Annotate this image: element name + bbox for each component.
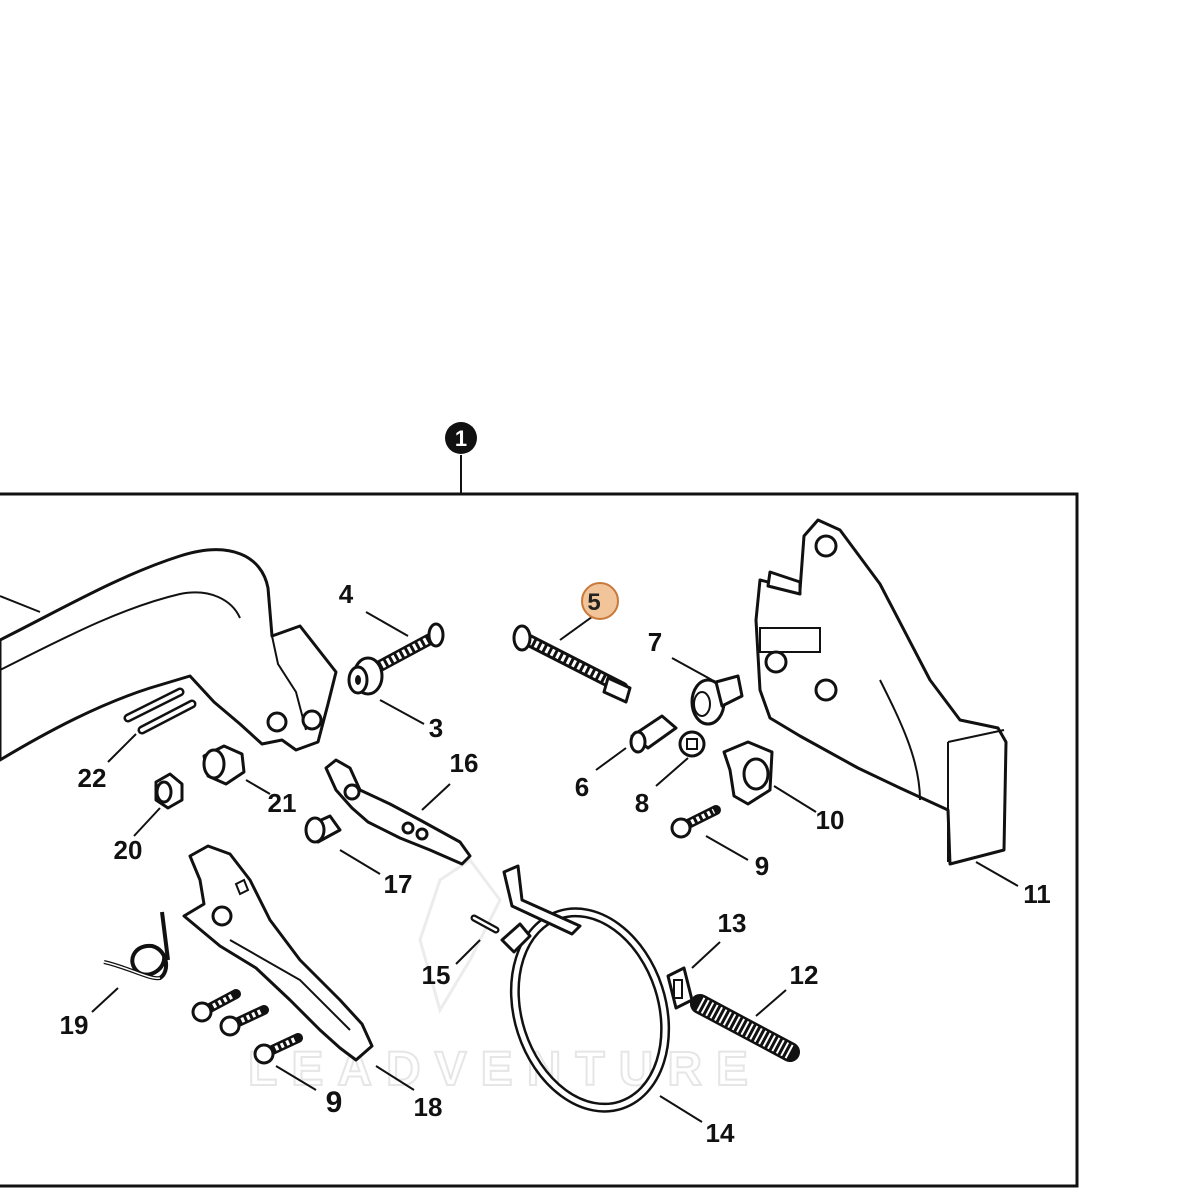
part-handle[interactable] <box>0 548 338 762</box>
callout-21[interactable]: 21 <box>268 788 297 818</box>
part-bolt-5[interactable] <box>512 624 632 704</box>
callout-9[interactable]: 9 <box>755 851 769 881</box>
assembly-badge[interactable]: 1 <box>445 422 477 454</box>
part-sleeve-3[interactable] <box>347 656 384 696</box>
highlight-circle <box>581 582 619 620</box>
part-block-10[interactable] <box>722 740 774 806</box>
handle-body-icon <box>0 548 338 762</box>
bolt-head-icon <box>427 622 445 648</box>
highlight-label: 5 <box>587 589 600 616</box>
part-bolt-4[interactable] <box>374 622 445 672</box>
chain-cover-icon <box>754 518 1008 866</box>
part-insert-13[interactable] <box>666 966 694 1010</box>
screw-head-icon <box>253 1043 275 1065</box>
screw-head-icon <box>191 1001 213 1023</box>
handle-tube <box>0 595 41 613</box>
callout-20[interactable]: 20 <box>114 835 143 865</box>
assembly-frame-border <box>0 492 1079 1188</box>
callout-5-highlight[interactable]: 5 <box>581 582 619 620</box>
handle-ridge <box>0 591 241 671</box>
brake-lever-icon <box>182 844 374 1062</box>
callout-13[interactable]: 13 <box>718 908 747 938</box>
callout-17[interactable]: 17 <box>384 869 413 899</box>
callout-3[interactable]: 3 <box>429 713 443 743</box>
callout-18[interactable]: 18 <box>414 1092 443 1122</box>
watermark-logo-icon <box>418 857 502 1014</box>
part-gear-8[interactable] <box>678 730 706 758</box>
part-nut-21[interactable] <box>202 744 246 786</box>
assembly-badge-label: 1 <box>455 426 467 451</box>
callout-19[interactable]: 19 <box>60 1010 89 1040</box>
part-brake-lever-18[interactable] <box>182 844 374 1062</box>
callout-6[interactable]: 6 <box>575 772 589 802</box>
part-lever-16[interactable] <box>324 758 472 866</box>
bolt-head-icon <box>512 624 532 652</box>
handle-bolt-hole-icon <box>301 709 323 731</box>
screw-head-icon <box>670 817 692 839</box>
callout-8[interactable]: 8 <box>635 788 649 818</box>
callout-labels: 4 3 7 6 8 10 9 11 16 22 21 20 17 13 12 1… <box>60 579 1051 1148</box>
callout-10[interactable]: 10 <box>816 805 845 835</box>
part-brake-band-14[interactable] <box>491 864 690 1127</box>
part-spring-19[interactable] <box>103 911 170 981</box>
handle-edge <box>267 587 307 731</box>
callout-9-bottom[interactable]: 9 <box>326 1086 343 1119</box>
callout-12[interactable]: 12 <box>790 960 819 990</box>
callout-14[interactable]: 14 <box>706 1118 735 1148</box>
part-bushing-17[interactable] <box>304 814 342 844</box>
callout-15[interactable]: 15 <box>422 960 451 990</box>
part-nut-20[interactable] <box>154 772 184 810</box>
torsion-spring-icon <box>103 911 170 981</box>
part-shaft-6[interactable] <box>629 714 678 754</box>
handle-bolt-hole-icon <box>266 711 288 733</box>
part-pinion-7[interactable] <box>690 674 744 726</box>
part-screws-9b[interactable] <box>191 989 303 1065</box>
part-screw-9a[interactable] <box>670 805 721 839</box>
callout-16[interactable]: 16 <box>450 748 479 778</box>
assembly-frame <box>0 455 1079 1188</box>
part-pin-15[interactable] <box>470 914 500 934</box>
callout-22[interactable]: 22 <box>78 763 107 793</box>
callout-11[interactable]: 11 <box>1023 879 1051 909</box>
screw-head-icon <box>219 1015 241 1037</box>
assembly-badge-circle <box>445 422 477 454</box>
part-spring-12[interactable] <box>690 994 800 1062</box>
part-cover-11[interactable] <box>754 518 1008 866</box>
callout-7[interactable]: 7 <box>648 627 662 657</box>
lever-icon <box>324 758 472 866</box>
leader-lines <box>91 611 1019 1123</box>
part-pins[interactable] <box>123 687 197 735</box>
callout-4[interactable]: 4 <box>339 579 354 609</box>
